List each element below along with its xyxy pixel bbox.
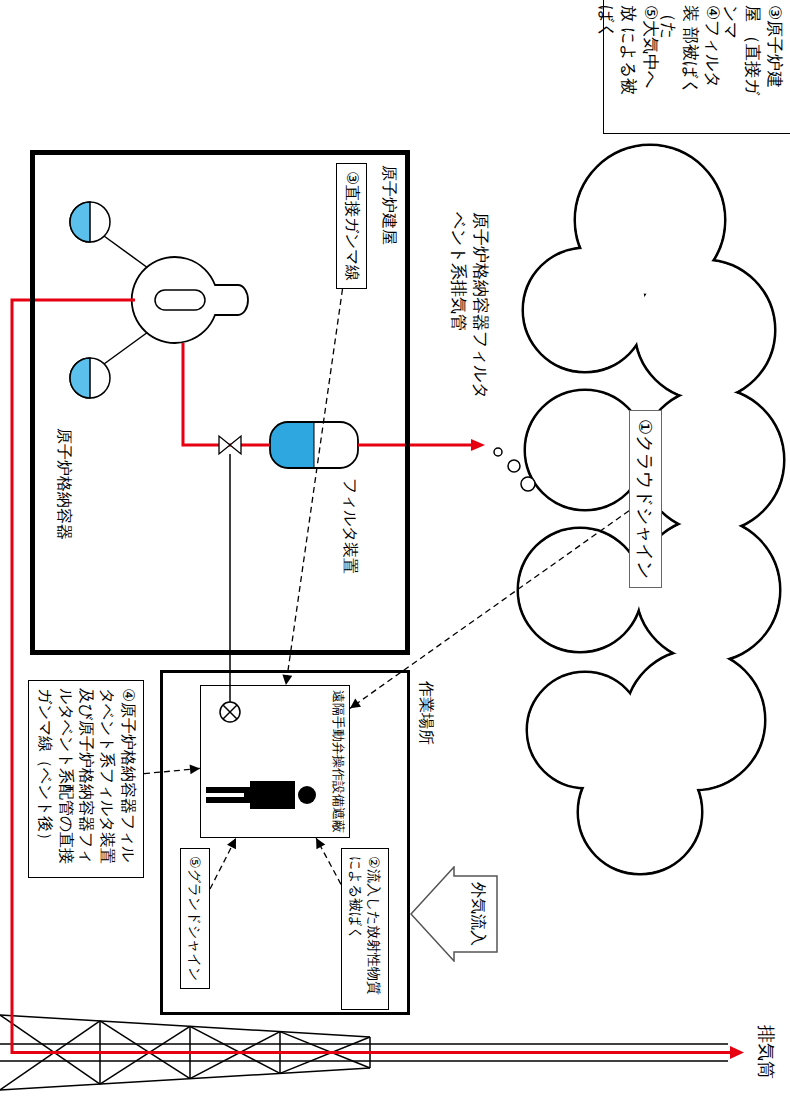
cloud-fill <box>519 529 641 651</box>
stack-brace <box>280 1037 370 1073</box>
flow-arrowhead <box>471 439 485 451</box>
release-bubble <box>494 448 502 456</box>
stack-frame <box>0 1068 370 1090</box>
pipe-label: 原子炉格納容器フィルタ ベント系排気管 <box>448 212 492 406</box>
arrowhead <box>227 838 236 849</box>
direct-gamma-box: ③直接ガンマ線 <box>336 163 367 289</box>
vent-pipe <box>183 343 270 445</box>
exposure-path-arrow <box>316 838 341 884</box>
arrow-label: 外気流入 <box>467 866 488 962</box>
exposure-path-arrow <box>350 511 629 709</box>
arrowhead <box>316 838 325 849</box>
handwheel-symbol <box>220 702 240 722</box>
inflow-exposure-box: ②流入した放射性物質 による被ばく <box>341 848 389 1010</box>
cloud-fill <box>524 249 646 371</box>
operator-body <box>206 781 295 809</box>
stack-brace <box>190 1026 280 1073</box>
cloud-label-box: ①クラウドシャイン <box>629 410 662 588</box>
drywell <box>132 257 248 343</box>
label-holder: 原子炉格納容器フィルタ ベント系排気管 <box>448 212 492 406</box>
area-heading: 作業場所 <box>415 681 436 1020</box>
stack-brace <box>100 1026 190 1084</box>
radioactive-cloud <box>518 145 784 874</box>
device-label: フィルタ装置 <box>339 478 360 574</box>
building-label: 原子炉建屋 <box>378 165 399 640</box>
legend-table: ③原子炉建屋 （直接ガンマ④フィルタ装 部被ばく（た⑤大気中へ放 による被ばく <box>603 0 790 134</box>
exposure-label: ③直接ガンマ線 <box>341 171 362 281</box>
valve-symbol <box>219 436 230 454</box>
air-inflow-arrow: 外気流入 <box>410 866 498 962</box>
legend-item: ③原子炉建屋 （直接ガンマ <box>729 0 790 108</box>
flow-arrowhead <box>730 1046 744 1059</box>
legend-item: ⑤大気中へ放 による被ばく <box>605 0 667 108</box>
pool-water <box>70 202 90 242</box>
stack-tube <box>0 1043 728 1045</box>
label-holder: フィルタ装置 <box>339 478 360 574</box>
dashed-leader <box>286 289 343 685</box>
vent-line <box>104 332 148 364</box>
dashed-leader <box>210 838 236 889</box>
arrowhead <box>350 699 361 709</box>
suppression-sphere <box>70 358 110 398</box>
stack-brace <box>190 1032 280 1079</box>
suppression-sphere <box>70 202 110 242</box>
stack-brace <box>0 1021 100 1090</box>
legend-item: ④フィルタ装 部被ばく（た <box>667 0 729 108</box>
release-bubble <box>521 477 535 491</box>
extension-rod <box>229 454 231 702</box>
exposure-label: ②流入した放射性物質 による被ばく <box>347 856 383 1002</box>
shield-box: 遠隔手動弁操作設備遮蔽 <box>200 685 350 838</box>
exposure-path-arrow <box>282 289 342 685</box>
handwheel-symbol <box>223 705 237 719</box>
water-level <box>314 422 315 468</box>
groundshine-box: ⑤グランドシャイン <box>180 848 210 989</box>
release-bubble <box>508 460 520 472</box>
cloud-lobe <box>518 528 642 652</box>
block-arrow-outline <box>411 867 497 961</box>
stack-brace <box>280 1032 370 1068</box>
cloud-fill <box>636 261 774 399</box>
dashed-leader <box>350 511 629 709</box>
label-holder: 原子炉格納容器 <box>53 428 74 540</box>
vessel-label: 原子炉格納容器 <box>53 428 74 540</box>
shield-title: 遠隔手動弁操作設備遮蔽 <box>329 690 346 833</box>
stack-brace <box>0 1015 100 1084</box>
stack-tube <box>0 1060 728 1062</box>
cloud-fill <box>641 389 783 531</box>
cloud-fill <box>528 673 642 787</box>
reactor-building: 原子炉建屋 ③直接ガンマ線 <box>30 150 410 655</box>
vessel-outline <box>270 422 358 468</box>
cloud-fill <box>526 391 644 509</box>
work-area: 作業場所②流入した放射性物質 による被ばく遠隔手動弁操作設備遮蔽⑤グランドシャイ… <box>160 670 410 1015</box>
stack-label: 排気筒 <box>755 1025 778 1079</box>
exhaust-pipe <box>358 444 472 447</box>
reactor-pressure-vessel <box>155 290 205 310</box>
exposure-path-arrow <box>144 764 200 774</box>
scrubbing-water <box>270 422 314 468</box>
dashed-leader <box>316 838 341 884</box>
direct-gamma-vent-box: ④原子炉格納容器フィル タベント系フィルタ装置 及び原子炉格納容器フィ ルタベン… <box>28 680 144 878</box>
exposure-label: ④原子炉格納容器フィル タベント系フィルタ装置 及び原子炉格納容器フィ ルタベン… <box>34 688 138 870</box>
vent-line <box>104 236 148 268</box>
label-holder: 排気筒 <box>755 1025 778 1079</box>
stack-vent-line <box>12 300 730 1053</box>
operator-head <box>298 786 316 804</box>
arrowhead <box>282 674 292 685</box>
vessel-body <box>270 422 358 468</box>
exposure-label: ⑤グランドシャイン <box>186 856 204 981</box>
exposure-label: ①クラウドシャイン <box>634 419 657 579</box>
valve-symbol <box>230 436 241 454</box>
exposure-path-arrow <box>210 838 236 889</box>
pool-water <box>70 358 90 398</box>
filter-device <box>270 422 358 468</box>
handwheel-symbol <box>223 705 237 719</box>
cloud-lobe <box>525 390 645 510</box>
arrowhead <box>190 764 200 774</box>
stack-brace <box>100 1021 190 1079</box>
stack-frame <box>0 1015 370 1037</box>
